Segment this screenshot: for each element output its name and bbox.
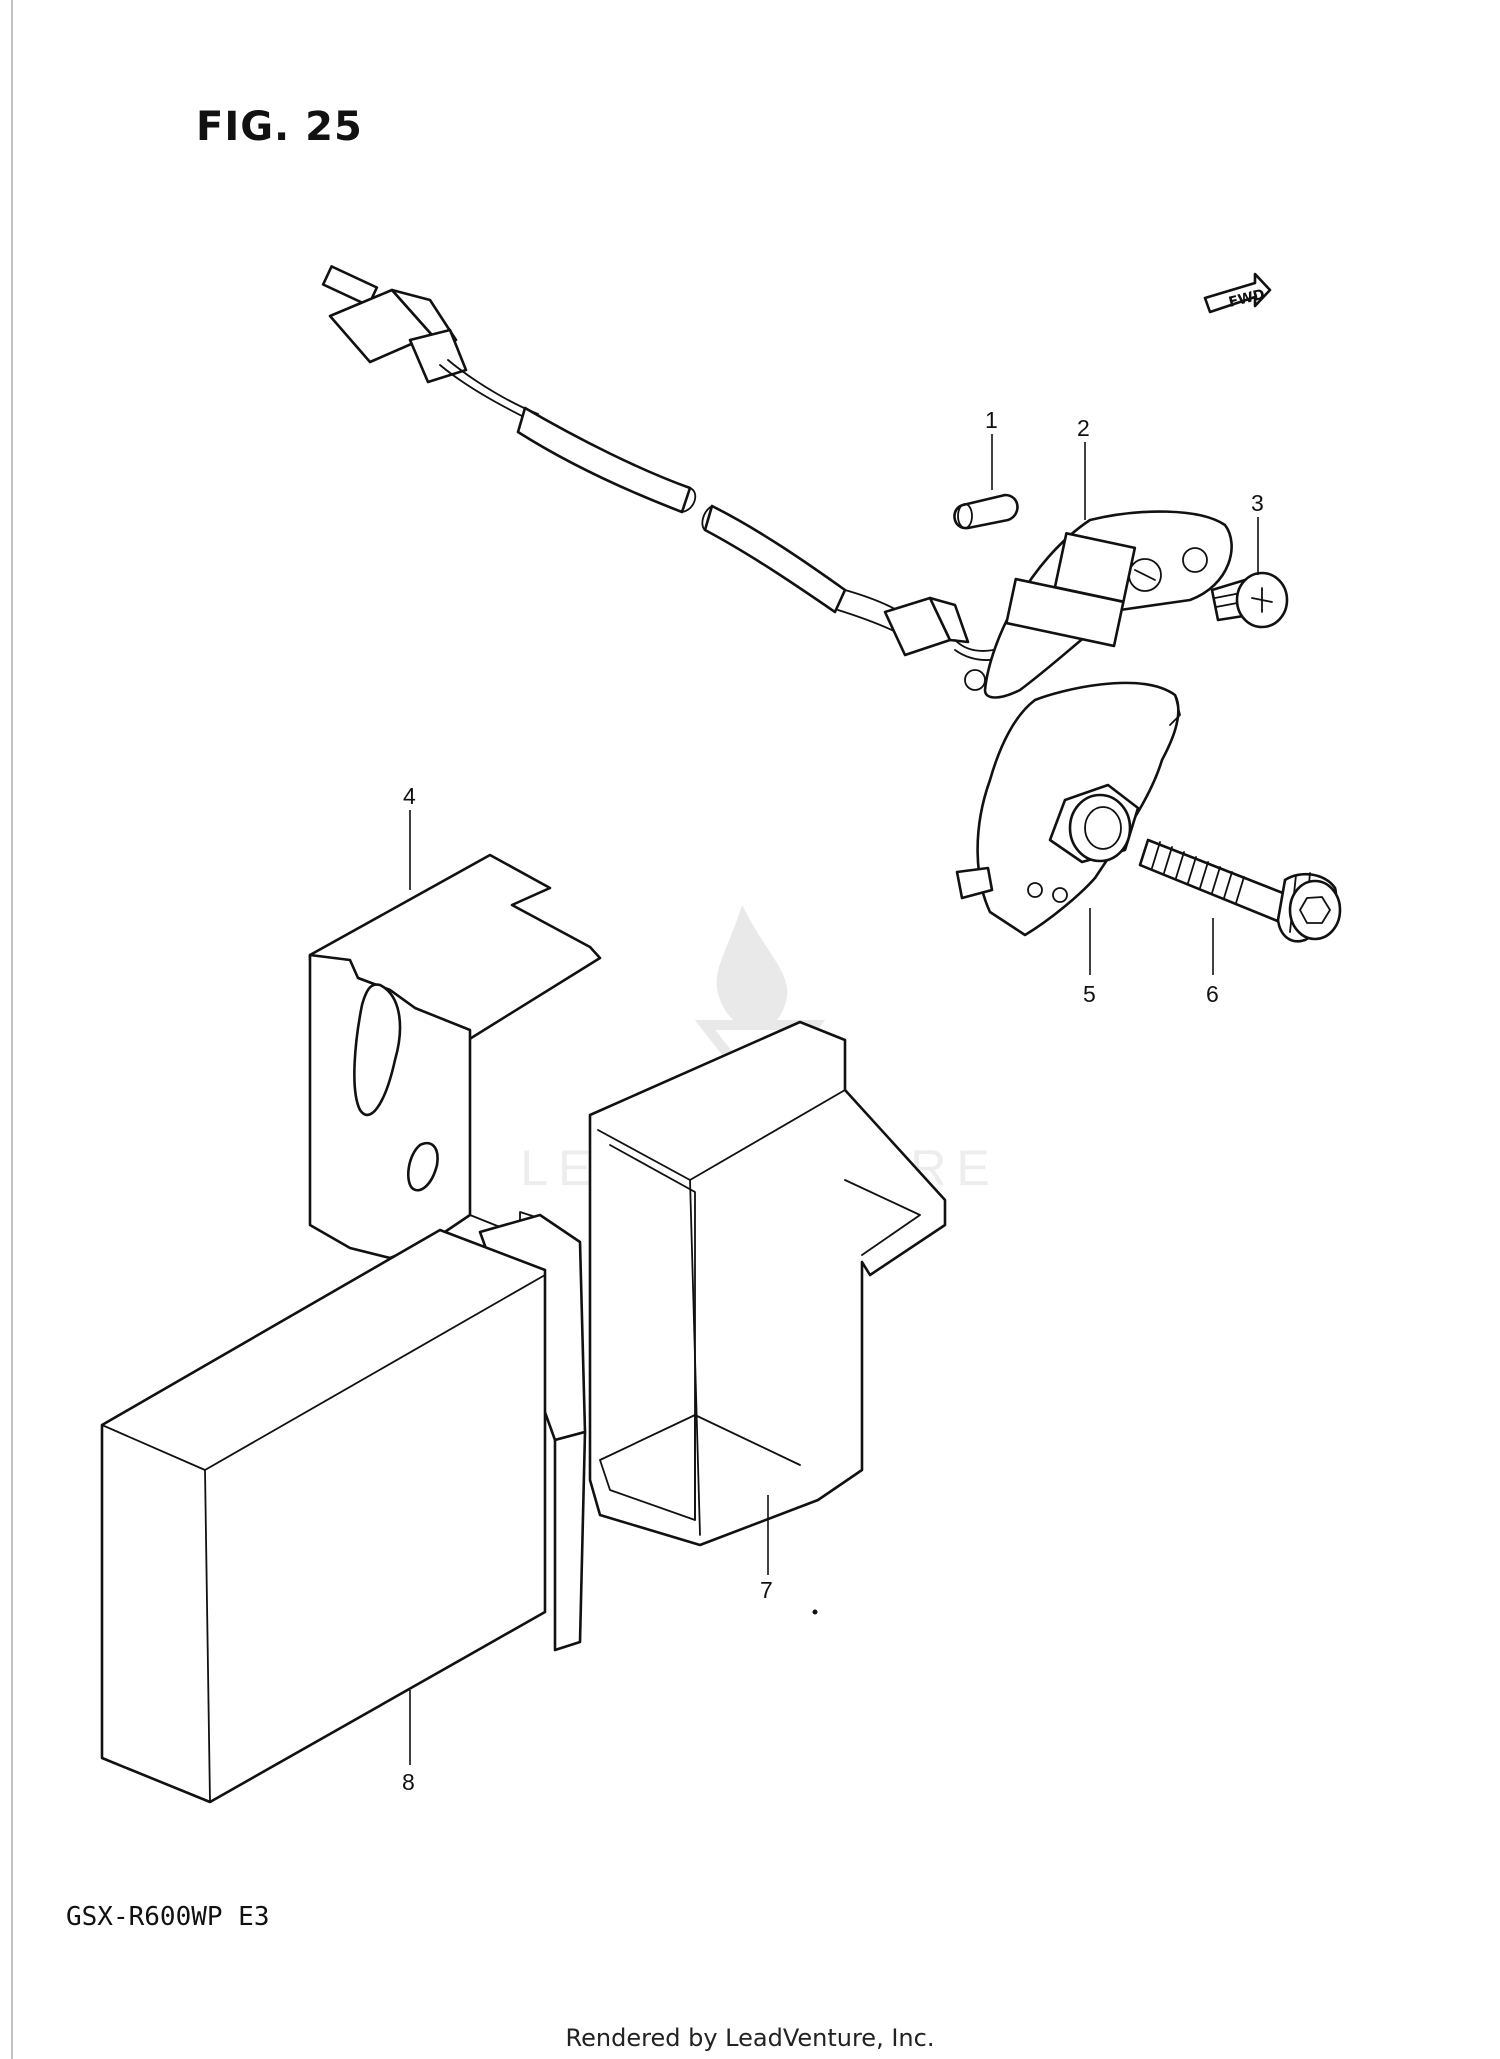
callout-1: 8 xyxy=(402,1769,415,1795)
callout-8: 3 xyxy=(1251,490,1264,516)
part-6-dowel-pin xyxy=(953,493,1019,530)
scan-dot xyxy=(812,1609,818,1615)
callout-6: 1 xyxy=(985,407,998,433)
callout-numbers: 1 2 3 4 5 6 7 8 xyxy=(402,407,1264,1795)
part-1-ignitor-unit xyxy=(100,1213,587,1804)
figure-title: FIG. 25 xyxy=(196,104,363,150)
part-3-rubber-case xyxy=(588,1020,947,1547)
callout-3: 7 xyxy=(760,1577,773,1603)
part-7-bolt xyxy=(1138,838,1342,943)
render-credit: Rendered by LeadVenture, Inc. xyxy=(565,2024,935,2052)
callout-7: 6 xyxy=(1206,981,1219,1007)
pickup-coil-wire-harness xyxy=(321,265,1041,661)
leader-lines xyxy=(409,434,1259,1765)
fwd-arrow-icon: FWD xyxy=(1203,272,1272,314)
callout-4: 2 xyxy=(1077,415,1090,441)
part-8-screw xyxy=(1210,571,1289,629)
model-code: GSX-R600WP E3 xyxy=(66,1902,270,1932)
callout-2: 4 xyxy=(403,783,416,809)
part-5-signal-rotor xyxy=(955,681,1181,937)
part-2-bracket xyxy=(308,853,602,1260)
callout-5: 5 xyxy=(1083,981,1096,1007)
part-4-pickup-coil xyxy=(964,510,1233,699)
